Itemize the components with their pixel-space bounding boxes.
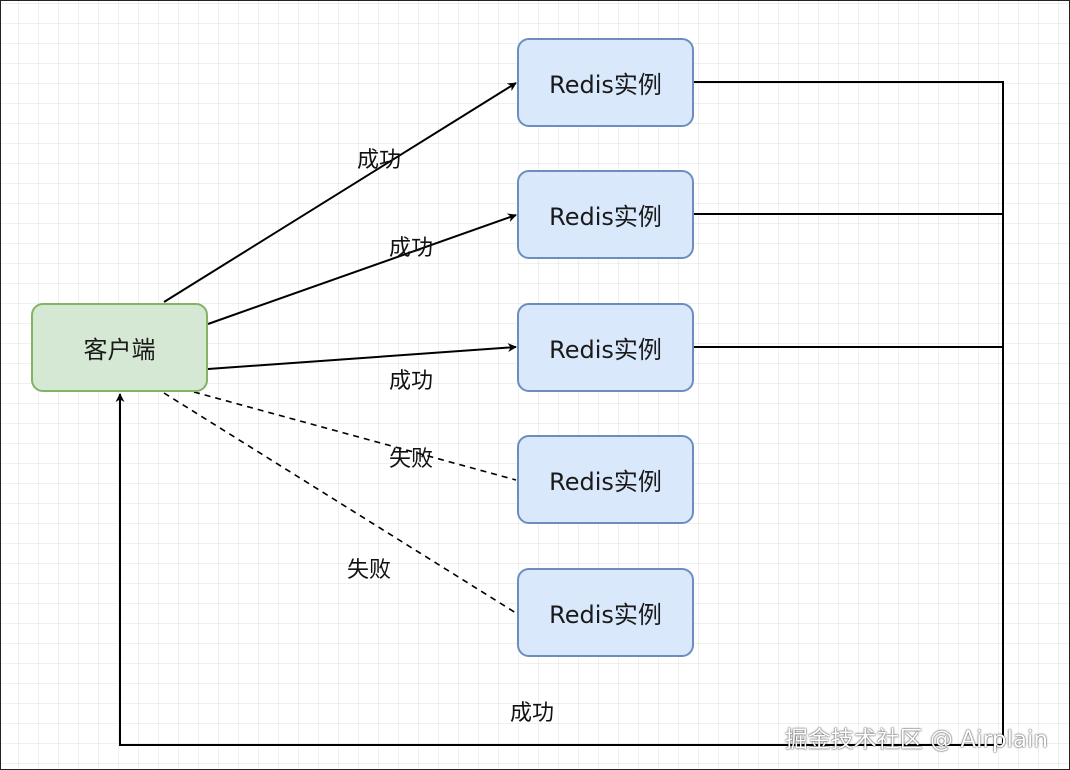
return-path <box>115 81 1004 746</box>
edge-label-5: 失败 <box>347 558 392 583</box>
edge-client-redis-3 <box>207 343 517 370</box>
client-node: 客户端 <box>31 303 208 392</box>
edge-label-1: 成功 <box>357 148 402 173</box>
edge-client-redis-5 <box>163 392 517 614</box>
redis-node-5: Redis实例 <box>517 568 694 657</box>
redis-node-3: Redis实例 <box>517 303 694 392</box>
redis-node-2: Redis实例 <box>517 170 694 259</box>
edge-client-redis-4 <box>193 391 517 481</box>
watermark: 掘金技术社区 @ Airplain <box>784 727 1048 753</box>
edge-label-4: 失败 <box>389 447 434 472</box>
redis-node-4: Redis实例 <box>517 435 694 524</box>
edge-client-redis-1 <box>163 82 517 303</box>
return-label: 成功 <box>510 701 555 726</box>
redis-node-1: Redis实例 <box>517 38 694 127</box>
edge-label-3: 成功 <box>389 369 434 394</box>
edge-label-2: 成功 <box>389 236 434 261</box>
edge-client-redis-2 <box>207 213 517 325</box>
